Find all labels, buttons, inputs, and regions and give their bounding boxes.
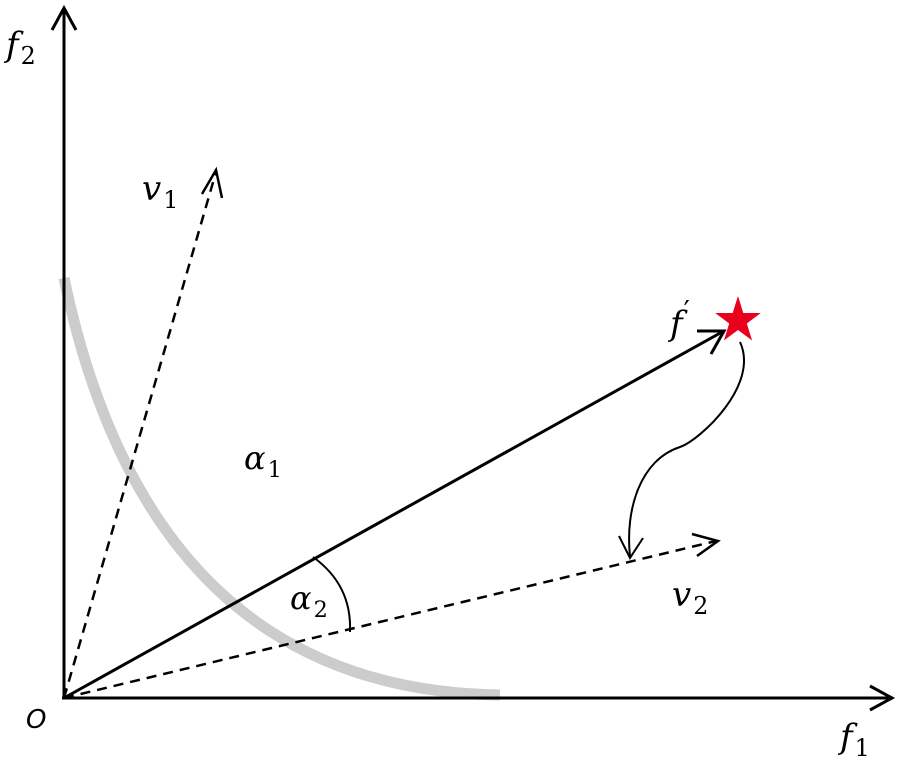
f1-axis-arrowhead (869, 684, 896, 712)
v2-vector-line (63, 539, 717, 700)
alpha1-label: α1 (244, 439, 282, 483)
curved-arrowhead (618, 535, 644, 561)
f1-axis-label: f1 (840, 717, 870, 763)
v1-vector-line (62, 171, 218, 699)
origin-label: O (26, 705, 47, 735)
curved-arrow (628, 341, 745, 557)
f-prime-arrowhead (697, 329, 727, 355)
f2-axis-label: f2 (6, 25, 36, 71)
v2-label: v2 (672, 575, 709, 621)
alpha2-label: α2 (290, 579, 328, 623)
f-prime-label: f′ (670, 296, 690, 344)
v2-arrowhead (691, 532, 721, 558)
f2-axis-arrowhead (50, 4, 78, 31)
pareto-front-curve (58, 276, 501, 701)
f-prime-vector-line (63, 330, 723, 700)
v1-arrowhead (200, 166, 224, 199)
v1-label: v1 (142, 169, 179, 215)
alpha2-angle-arc (312, 556, 352, 633)
star-icon (715, 296, 761, 341)
